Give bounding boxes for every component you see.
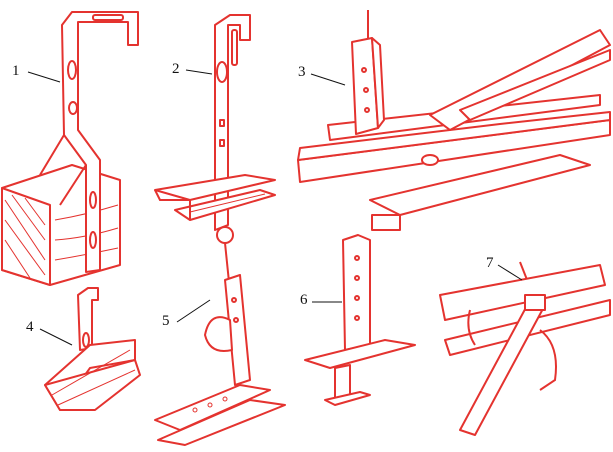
label-3: 3 [298,64,306,80]
leader-line-7 [497,264,523,281]
figure-7-grid-clip [439,261,611,436]
leader-line-3 [310,73,346,86]
figure-6-hanger [304,234,416,406]
label-7: 7 [486,255,494,271]
figure-4-hanger [44,287,141,411]
leader-line-2 [185,69,213,75]
leader-line-4 [39,328,73,346]
leader-line-1 [27,71,61,83]
label-5: 5 [162,313,170,329]
leader-line-5 [176,299,211,323]
figure-5-hanger [154,226,286,446]
figure-2-hanger [154,14,276,231]
label-1: 1 [12,63,20,79]
figure-1-timber-hanger [1,11,139,286]
label-4: 4 [26,319,34,335]
figure-3-grid-ceiling [297,10,611,231]
label-2: 2 [172,61,180,77]
label-6: 6 [300,292,308,308]
